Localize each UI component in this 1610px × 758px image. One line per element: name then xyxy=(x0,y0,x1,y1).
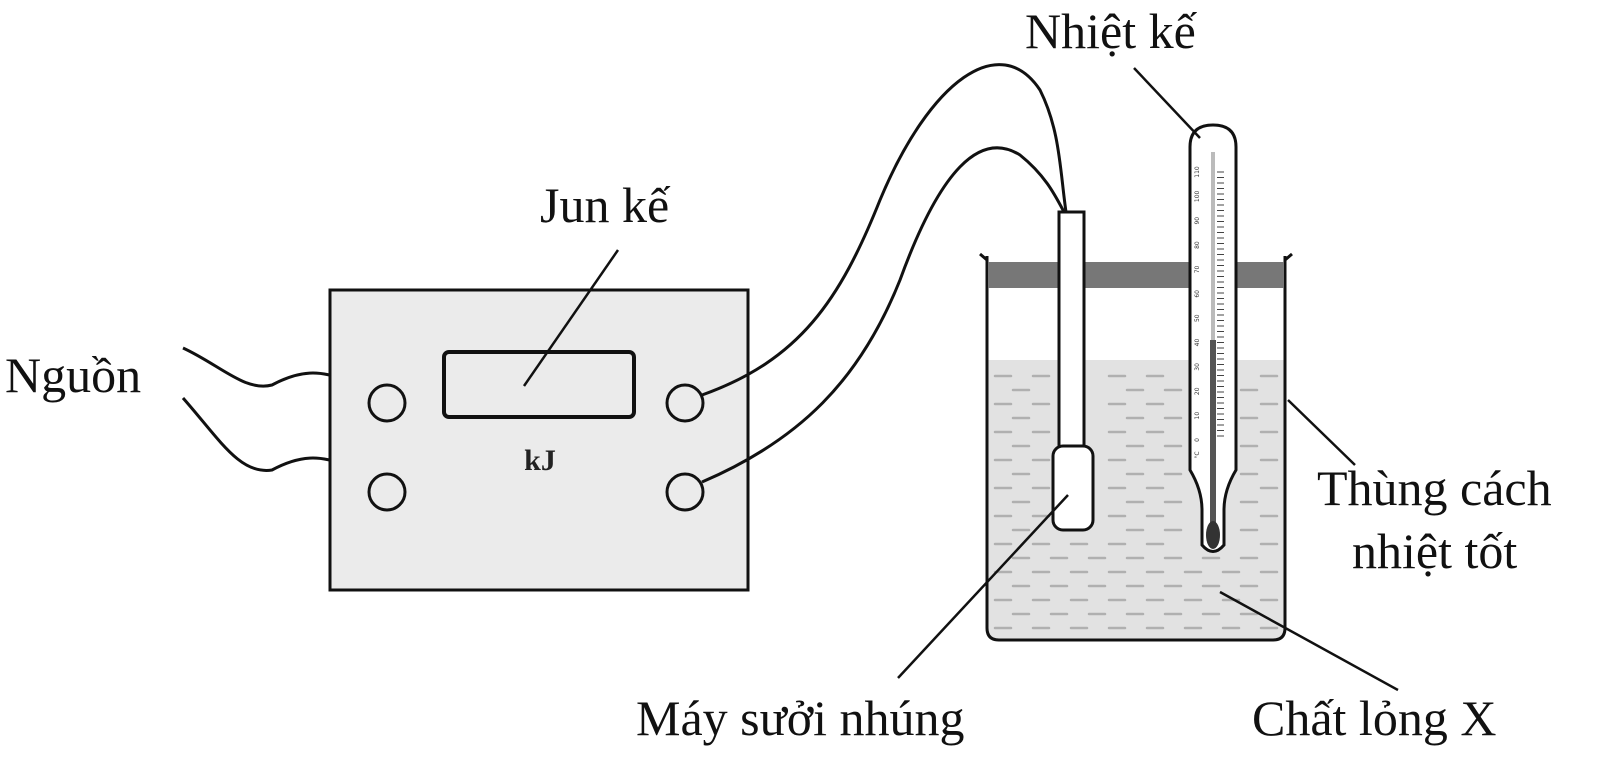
thermometer-number: 50 xyxy=(1194,314,1201,322)
thermometer-unit: °C xyxy=(1194,451,1201,458)
joulemeter-pointer-line xyxy=(522,249,620,387)
terminal-right-bottom xyxy=(665,472,705,512)
container-label-line1: Thùng cách xyxy=(1317,460,1552,516)
power-wire-top xyxy=(182,346,346,388)
terminal-left-bottom xyxy=(367,472,407,512)
thermometer-number: 100 xyxy=(1194,190,1201,202)
thermometer-number: 30 xyxy=(1194,363,1201,371)
thermometer-pointer-line xyxy=(1133,67,1201,139)
thermometer-column xyxy=(1210,340,1216,530)
liquid-texture xyxy=(993,374,1279,630)
thermometer-number: 90 xyxy=(1194,217,1201,225)
thermometer-number: 20 xyxy=(1194,387,1201,395)
thermometer-number: 80 xyxy=(1194,241,1201,249)
liquid-label: Chất lỏng X xyxy=(1252,690,1496,746)
thermometer-label: Nhiệt kế xyxy=(1025,3,1198,59)
thermometer-number: 0 xyxy=(1194,438,1201,442)
container-lip-left xyxy=(979,252,988,262)
thermometer-number: 60 xyxy=(1194,290,1201,298)
terminal-left-top xyxy=(367,383,407,423)
power-wire-bottom xyxy=(181,397,346,472)
container-lid xyxy=(988,262,1284,288)
liquid-pointer-line xyxy=(1219,590,1399,692)
terminal-right-top xyxy=(665,383,705,423)
container-lip-right xyxy=(1284,252,1293,262)
heater-pointer-line xyxy=(897,494,1069,679)
joulemeter-label: Jun kế xyxy=(540,177,671,233)
container-pointer-line xyxy=(1287,399,1356,466)
heater-label: Máy sưởi nhúng xyxy=(636,690,965,746)
container-label-line2: nhiệt tốt xyxy=(1352,523,1517,579)
heater-element xyxy=(1051,444,1095,532)
thermometer-number: 110 xyxy=(1194,166,1201,178)
insulated-container xyxy=(985,256,1287,642)
thermometer-number: 40 xyxy=(1194,339,1201,347)
thermometer-number: 10 xyxy=(1194,412,1201,420)
heater-wire-inner xyxy=(701,146,1066,484)
power-label: Nguồn xyxy=(5,347,141,403)
heater-wire-outer xyxy=(701,63,1068,397)
heater-rod xyxy=(1057,210,1086,472)
liquid-x xyxy=(987,360,1285,640)
thermometer-bulb xyxy=(1206,521,1220,549)
thermometer-number: 70 xyxy=(1194,265,1201,273)
joulemeter-box xyxy=(328,288,750,592)
joulemeter-unit: kJ xyxy=(524,444,556,477)
joulemeter-display xyxy=(442,350,636,419)
